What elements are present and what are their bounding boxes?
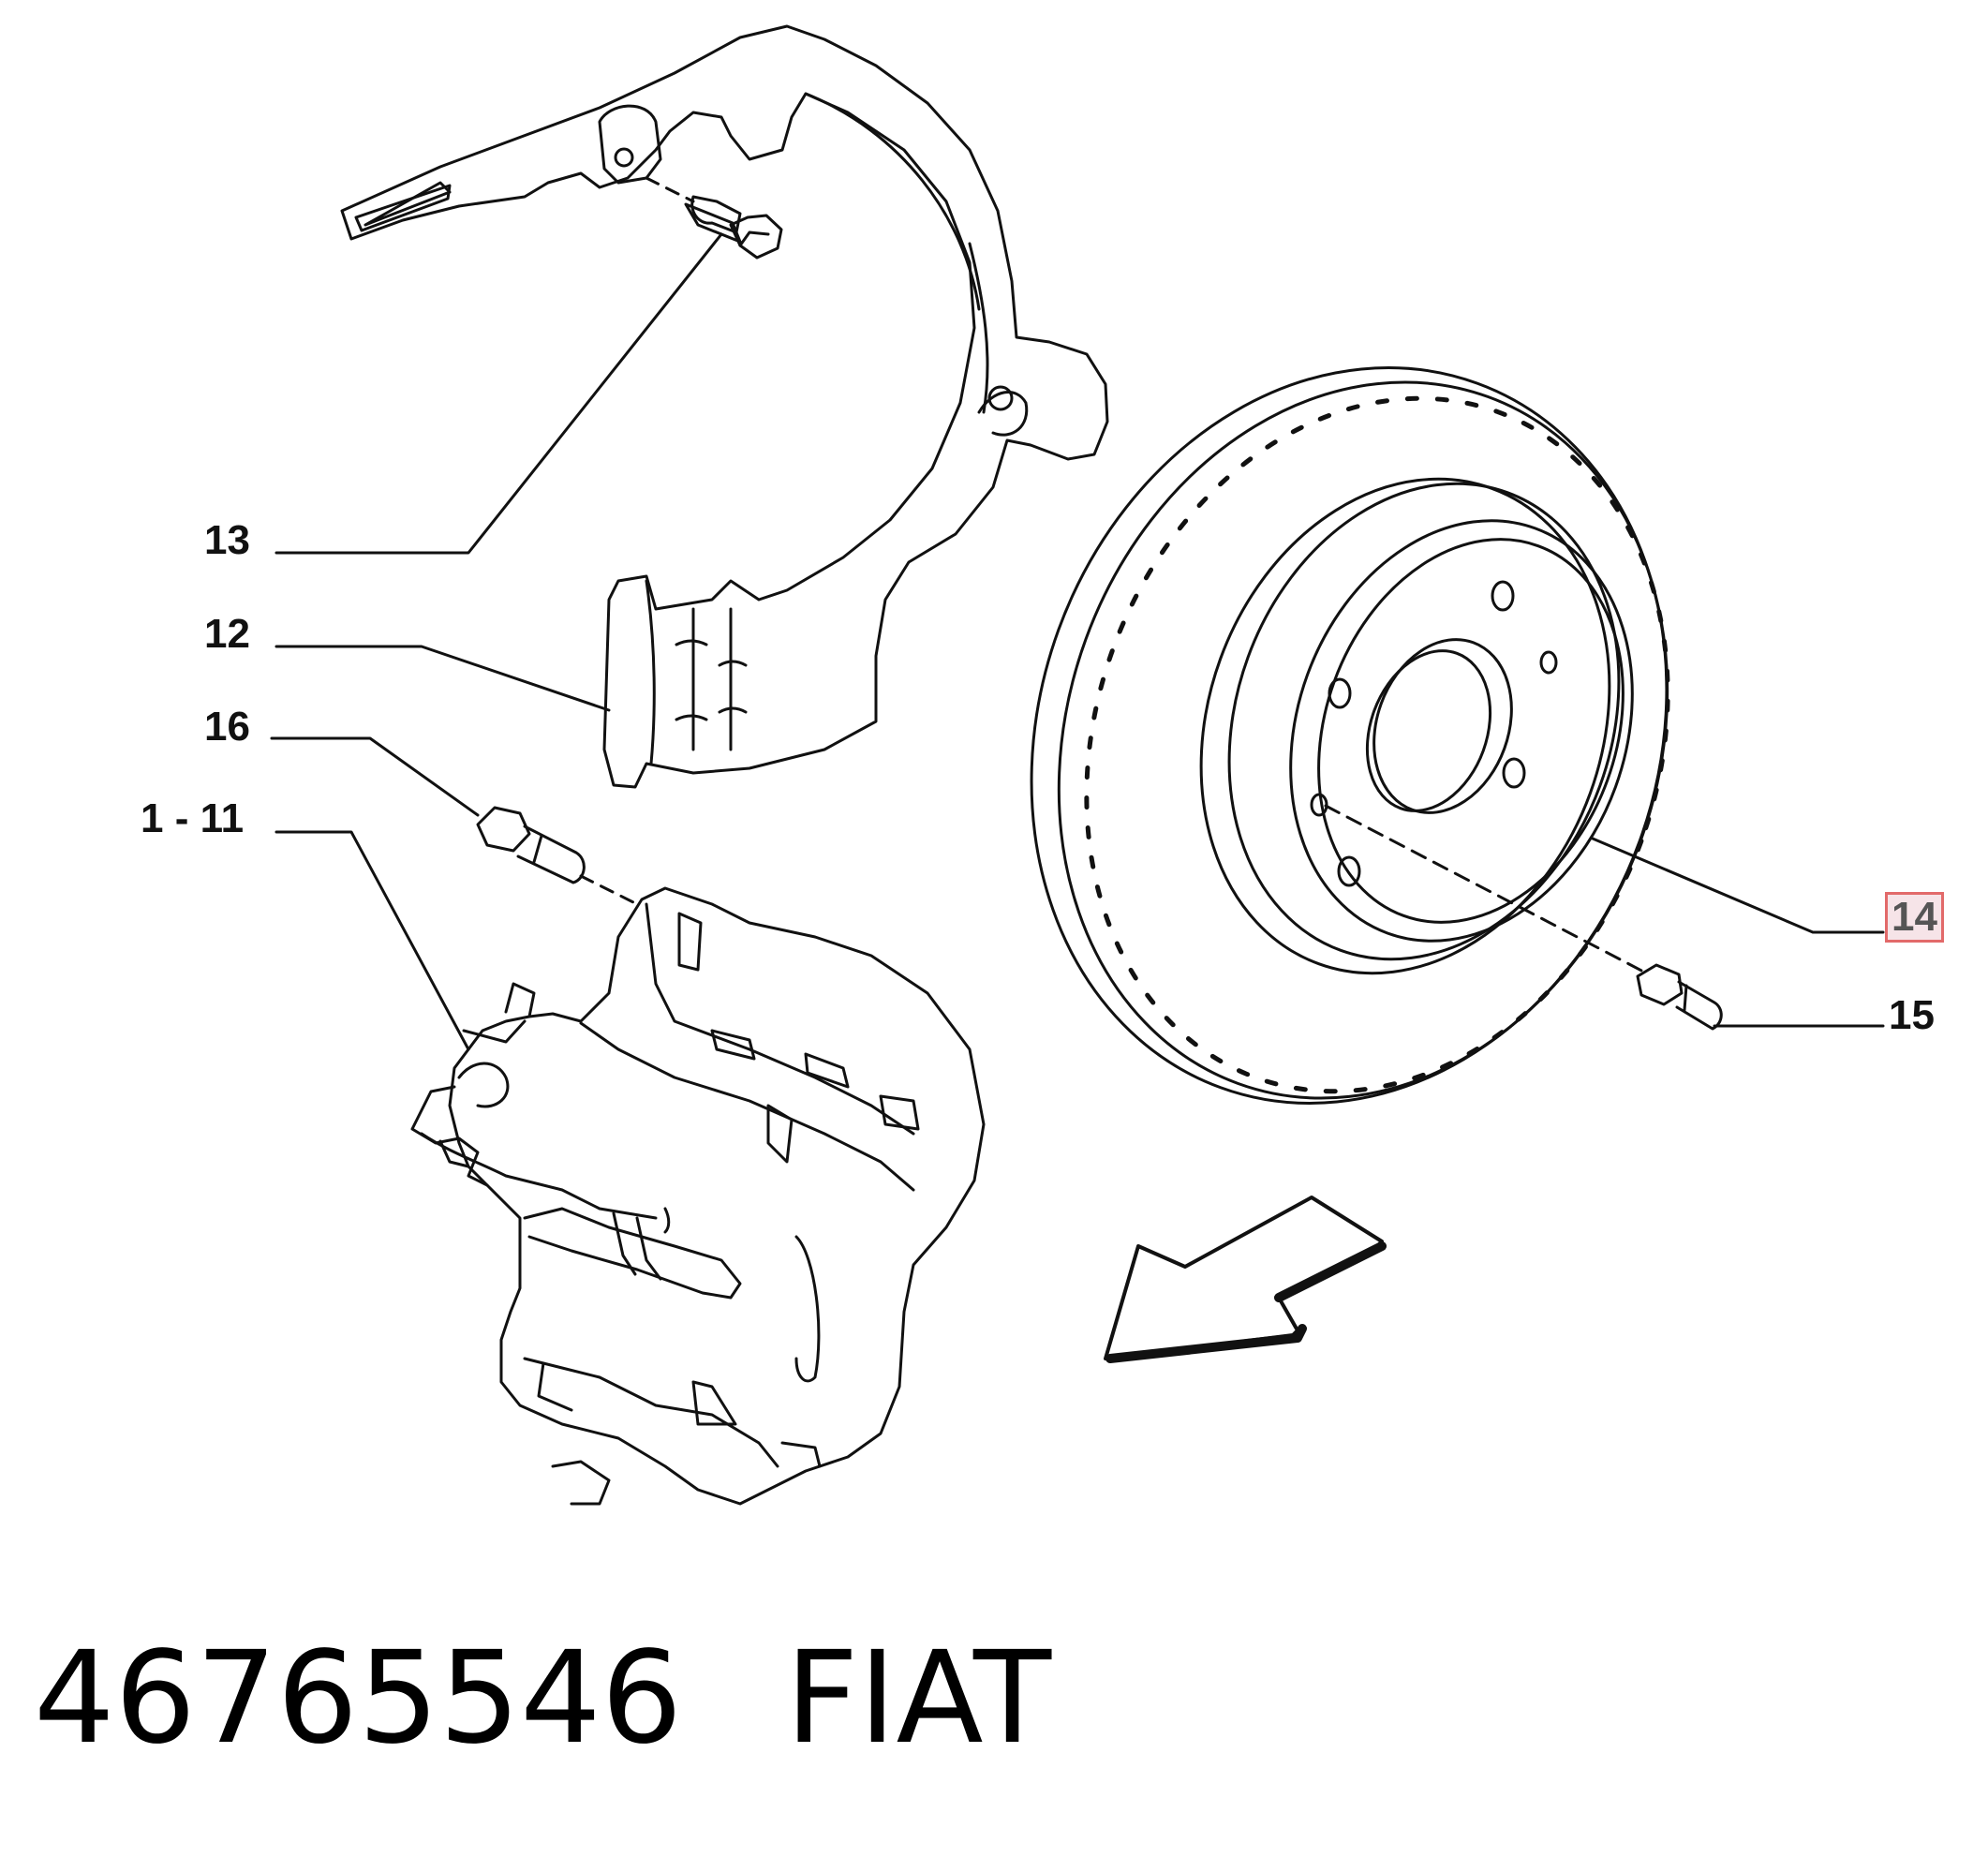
leader-line-1-11 [274,830,470,1051]
callout-13: 13 [204,517,250,563]
leader-line-16 [270,736,480,817]
brake-disc-drawing [1030,366,1670,1105]
direction-arrow-icon [1104,1196,1387,1363]
callout-14: 14 [1885,892,1944,943]
callout-16: 16 [204,704,250,750]
dust-shield-drawing [340,24,1109,789]
part-number: 46765546 [34,1625,683,1773]
bolt-axis-16 [579,874,639,906]
stud-axis-15 [1324,804,1651,976]
callout-1-11: 1 - 11 [141,795,245,841]
brand-name: FIAT [785,1625,1052,1773]
shield-bolt-drawing [684,195,783,260]
callout-12: 12 [204,611,250,657]
leader-line-13 [274,232,723,555]
leader-line-14 [1591,837,1885,934]
callout-15: 15 [1889,992,1935,1038]
wheel-stud-drawing [1636,963,1723,1031]
caliper-bolt-drawing [476,806,586,884]
brake-caliper-drawing [410,886,986,1506]
leader-line-12 [274,645,611,712]
bolt-axis-13 [645,176,695,203]
